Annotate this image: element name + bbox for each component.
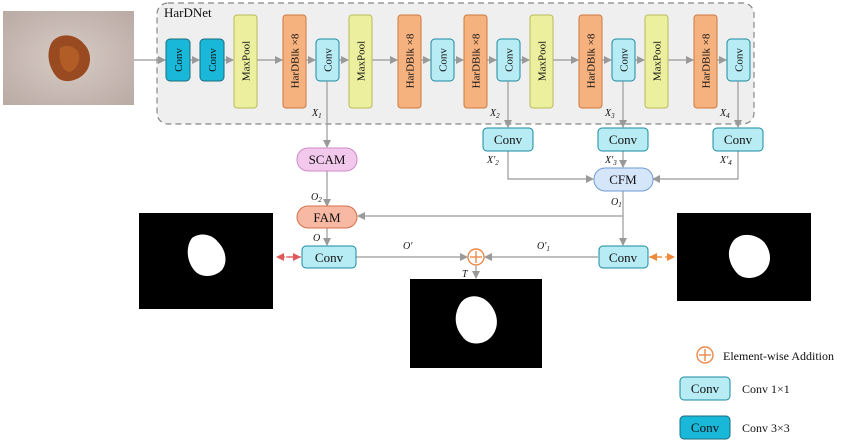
svg-text:HarDBlk ×8: HarDBlk ×8 [405,33,417,88]
conv3x3-block: Conv [165,38,191,82]
svg-text:HarDBlk ×8: HarDBlk ×8 [471,33,483,88]
label-x3: X3 [604,108,615,120]
hardblk-block: HarDBlk ×8 [578,14,603,109]
skip-arrows [323,81,742,279]
cfm-module: CFM [593,167,654,192]
svg-text:Conv: Conv [724,132,753,147]
svg-text:MaxPool: MaxPool [652,41,664,81]
supervision-left [276,253,301,261]
svg-text:MaxPool: MaxPool [537,41,549,81]
label-o-prime: O′ [403,241,413,252]
svg-text:Conv: Conv [691,420,720,435]
conv3x3-block: Conv [199,38,225,82]
label-x2-prime: X′2 [486,155,499,167]
label-x2: X2 [489,108,500,120]
svg-text:Conv: Conv [438,48,450,72]
label-x1: X1 [311,108,322,120]
svg-text:Conv: Conv [173,48,185,72]
label-o: O [313,233,320,244]
conv-x4: Conv [712,127,764,152]
svg-text:HarDBlk ×8: HarDBlk ×8 [701,33,713,88]
conv1x1-block: Conv [496,38,521,82]
legend-addition: Element-wise Addition [696,346,834,364]
hardblk-block: HarDBlk ×8 [463,14,488,109]
label-x4: X4 [719,108,730,120]
maxpool-block: MaxPool [233,14,258,109]
mask-left [139,213,273,309]
maxpool-block: MaxPool [348,14,373,109]
label-x4-prime: X′4 [719,155,732,167]
conv1x1-block: Conv [315,38,340,82]
label-o1-prime: O′1 [537,241,550,253]
svg-text:Conv 1×1: Conv 1×1 [742,382,790,396]
svg-text:HarDBlk ×8: HarDBlk ×8 [290,33,302,88]
conv1x1-block: Conv [611,38,636,82]
hardblk-block: HarDBlk ×8 [397,14,422,109]
conv-x3: Conv [597,127,649,152]
svg-text:Element-wise Addition: Element-wise Addition [723,349,834,363]
mask-output [410,279,542,368]
hardblk-block: HarDBlk ×8 [282,14,307,109]
svg-text:HarDBlk ×8: HarDBlk ×8 [586,33,598,88]
legend-conv3x3: Conv Conv 3×3 [679,415,790,440]
svg-text:Conv: Conv [619,48,631,72]
label-o1: O1 [611,197,622,209]
scam-module: SCAM [296,147,358,172]
conv-out-left: Conv [301,245,357,269]
conv-x2: Conv [482,127,534,152]
fam-module: FAM [296,205,358,229]
conv-out-right: Conv [598,245,649,269]
svg-text:SCAM: SCAM [309,152,346,167]
maxpool-block: MaxPool [529,14,554,109]
svg-text:MaxPool: MaxPool [356,41,368,81]
conv1x1-block: Conv [726,38,751,82]
svg-text:CFM: CFM [609,172,637,187]
hardblk-block: HarDBlk ×8 [693,14,718,109]
svg-text:Conv: Conv [504,48,516,72]
addition-node [467,248,485,266]
svg-text:Conv: Conv [494,132,523,147]
label-x3-prime: X′3 [604,155,617,167]
svg-text:Conv: Conv [609,132,638,147]
input-image [3,11,134,105]
svg-text:FAM: FAM [313,210,341,225]
legend-conv1x1: Conv Conv 1×1 [679,376,790,401]
label-o2: O2 [311,192,322,204]
svg-text:Conv: Conv [315,250,344,265]
svg-text:Conv: Conv [609,250,638,265]
hardnet-title: HarDNet [164,5,212,20]
label-t: T [462,269,469,280]
svg-text:Conv: Conv [734,48,746,72]
mask-right [677,213,811,301]
svg-text:Conv: Conv [323,48,335,72]
svg-text:MaxPool: MaxPool [241,41,253,81]
svg-text:Conv: Conv [207,48,219,72]
maxpool-block: MaxPool [644,14,669,109]
svg-text:Conv 3×3: Conv 3×3 [742,421,790,435]
conv1x1-block: Conv [430,38,455,82]
svg-text:Conv: Conv [691,381,720,396]
